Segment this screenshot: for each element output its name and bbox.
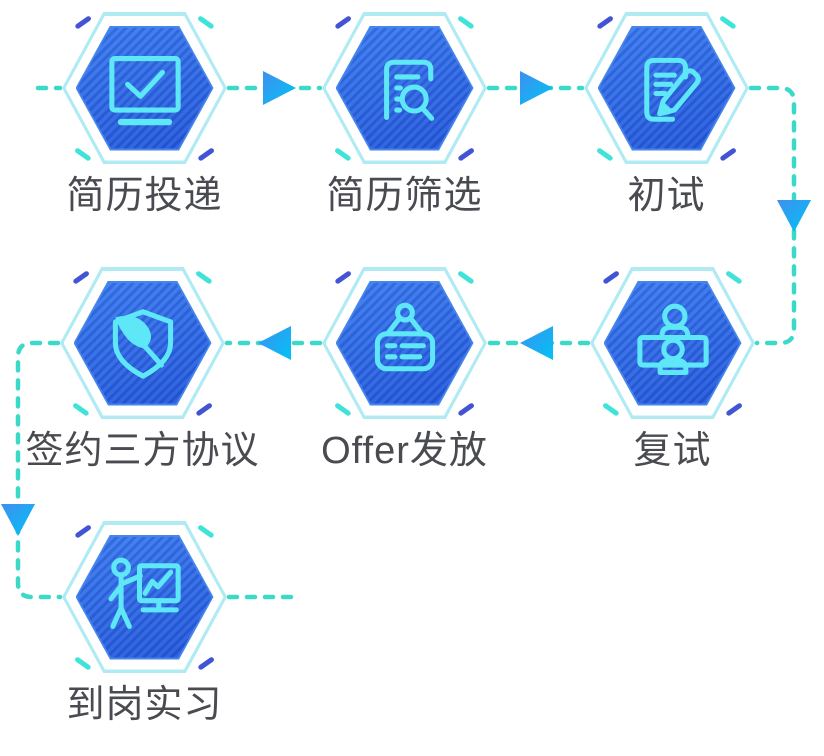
agreement-shield-icon [112,309,173,379]
corner-dash [72,401,90,416]
interview-people-icon [636,303,709,375]
corner-dash [457,15,475,30]
step-label: 简历投递 [66,175,223,217]
corner-dash [457,270,475,285]
hexagon-ring [584,12,749,164]
corner-dash [457,146,475,161]
offer-sign-icon [374,302,435,372]
flow-node-onboarding-internship: 到岗实习 [62,521,227,726]
corner-dash [457,401,475,416]
corner-dash [74,15,92,30]
corner-dash [197,146,215,161]
flow-node-resume-screening: 简历筛选 [322,12,487,217]
corner-dash [596,146,614,161]
corner-dash [719,15,737,30]
arrow-left-icon [258,326,291,360]
flow-node-second-interview: 复试 [590,267,755,472]
hexagon [62,12,227,164]
hexagon [322,267,487,419]
corner-dash [195,270,213,285]
flow-node-first-interview: 初试 [584,12,749,217]
hexagon-ring [590,267,755,419]
flow-node-tripartite-agreement: 签约三方协议 [25,267,259,472]
step-label: 初试 [627,175,706,217]
corner-dash [725,401,743,416]
step-label: 复试 [633,430,712,472]
step-label: 到岗实习 [66,684,223,726]
arrow-right-icon [520,71,553,105]
corner-dash [719,146,737,161]
hexagon-ring [62,12,227,164]
corner-dash [725,270,743,285]
connector-step6-step7 [15,340,63,600]
corner-dash [195,401,213,416]
corner-dash [334,15,352,30]
resume-screening-icon [383,59,434,121]
corner-dash [72,270,90,285]
corner-dash [197,524,215,539]
arrow-down-icon [1,504,35,536]
step-label: Offer发放 [321,430,488,472]
corner-dash [334,270,352,285]
arrow-down-icon [777,200,811,232]
arrow-left-icon [520,326,553,360]
corner-dash [602,401,620,416]
arrow-right-icon [263,71,296,105]
hexagon-ring [322,267,487,419]
flow-node-resume-submission: 简历投递 [62,12,227,217]
corner-dash [74,524,92,539]
step-label: 签约三方协议 [25,430,260,472]
corner-dash [334,401,352,416]
hexagon-ring [60,267,225,419]
corner-dash [74,655,92,670]
hexagon [590,267,755,419]
corner-dash [334,146,352,161]
hexagon [584,12,749,164]
corner-dash [74,146,92,161]
corner-dash [197,655,215,670]
corner-dash [602,270,620,285]
hexagon [322,12,487,164]
presentation-board-icon [107,557,181,629]
monitor-check-icon [108,56,181,126]
written-test-icon [643,57,701,122]
hexagon-ring [322,12,487,164]
corner-dash [197,15,215,30]
hexagon [60,267,225,419]
step-label: 简历筛选 [326,175,483,217]
flow-node-offer-issuance: Offer发放 [321,267,487,472]
hexagon [62,521,227,673]
hexagon-ring [62,521,227,673]
corner-dash [596,15,614,30]
